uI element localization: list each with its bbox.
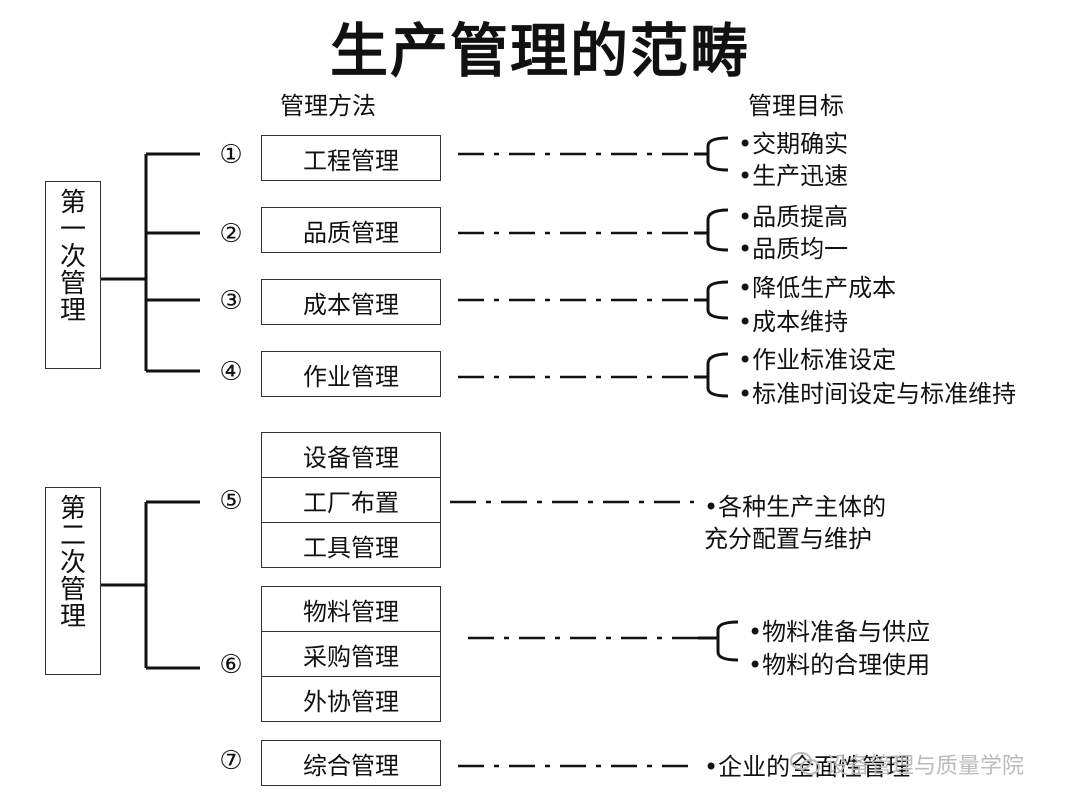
goal-text: •物料的合理使用	[748, 651, 931, 679]
brace-6	[698, 620, 739, 662]
brace-4	[694, 352, 729, 398]
goal-text: •作业标准设定	[738, 346, 897, 374]
method-box: 品质管理	[261, 207, 441, 253]
brace-1	[694, 136, 729, 172]
goal-text: 充分配置与维护	[704, 525, 872, 553]
item-number-3: ③	[219, 286, 243, 316]
watermark-text: 设备管理与质量学院	[826, 754, 1025, 779]
goal-text: •品质提高	[738, 203, 849, 231]
method-box: 工具管理	[261, 522, 441, 568]
goal-text: •降低生产成本	[738, 274, 897, 302]
goal-text: •交期确实	[738, 130, 849, 158]
method-box: 外协管理	[261, 676, 441, 722]
watermark: 设备管理与质量学院	[790, 748, 1024, 780]
method-box: 工厂布置	[261, 477, 441, 523]
item-number-7: ⑦	[219, 746, 243, 776]
group-box-second: 第二次管理	[45, 487, 101, 675]
goal-text: •品质均一	[738, 235, 849, 263]
method-box: 作业管理	[261, 351, 441, 397]
methods-header: 管理方法	[280, 92, 376, 120]
goal-text: •物料准备与供应	[748, 618, 931, 646]
goal-text: •各种生产主体的	[704, 493, 887, 521]
goal-text: •标准时间设定与标准维持	[738, 380, 1017, 408]
method-box: 综合管理	[261, 740, 441, 786]
page-title: 生产管理的范畴	[329, 17, 750, 85]
goal-text: •生产迅速	[738, 162, 849, 190]
method-box: 成本管理	[261, 279, 441, 325]
brace-2	[694, 208, 729, 252]
method-box: 工程管理	[261, 135, 441, 181]
method-box: 采购管理	[261, 631, 441, 677]
wechat-icon	[790, 752, 820, 775]
item-number-4: ④	[219, 357, 243, 387]
brace-3	[694, 280, 729, 320]
group-box-first: 第一次管理	[45, 181, 101, 369]
group-label-second: 第二次管理	[59, 494, 86, 632]
group-label-first: 第一次管理	[59, 188, 86, 326]
goals-header: 管理目标	[748, 92, 844, 120]
goal-text: •成本维持	[738, 308, 849, 336]
method-box: 物料管理	[261, 586, 441, 632]
item-number-2: ②	[219, 219, 243, 249]
item-number-6: ⑥	[219, 650, 243, 680]
item-number-1: ①	[219, 140, 243, 170]
item-number-5: ⑤	[219, 486, 243, 516]
method-box: 设备管理	[261, 432, 441, 478]
